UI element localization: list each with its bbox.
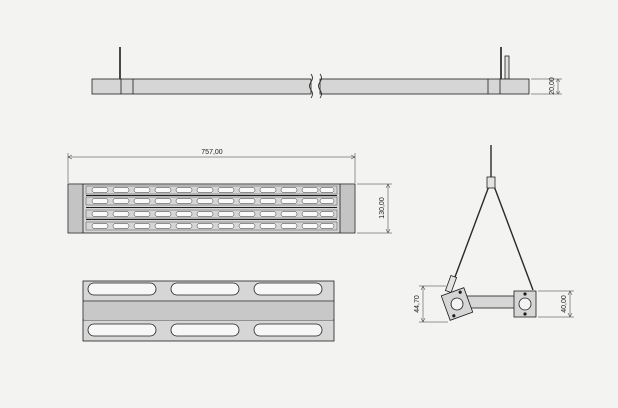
cable-clamp [486,176,496,189]
front-view: 757,00 [67,149,392,234]
overall-length-label: 757,00 [201,149,223,156]
side-view-body-left [91,78,312,95]
bracket-height-left-label: 44,70 [414,295,421,313]
end-view-bar [463,295,521,309]
bottom-view-slots [87,282,323,337]
bracket-height-right-label: 40,00 [561,295,568,313]
side-height-label: 20,00 [549,77,556,95]
turnbuckle-left [444,274,458,294]
break-mark-right [318,73,322,99]
side-view-connector [504,55,510,80]
bracket-right [513,290,537,318]
side-view-body-right [319,78,530,95]
bracket-left [440,287,474,321]
bottom-view [82,280,335,342]
front-width-label: 130,00 [379,197,386,219]
cable-left [451,185,490,286]
heating-element-rows [85,185,338,231]
break-mark-left [309,73,313,99]
end-view: 44,70 40,00 [414,145,574,323]
cable-right [493,185,534,291]
side-view: 20,00 [91,47,562,99]
